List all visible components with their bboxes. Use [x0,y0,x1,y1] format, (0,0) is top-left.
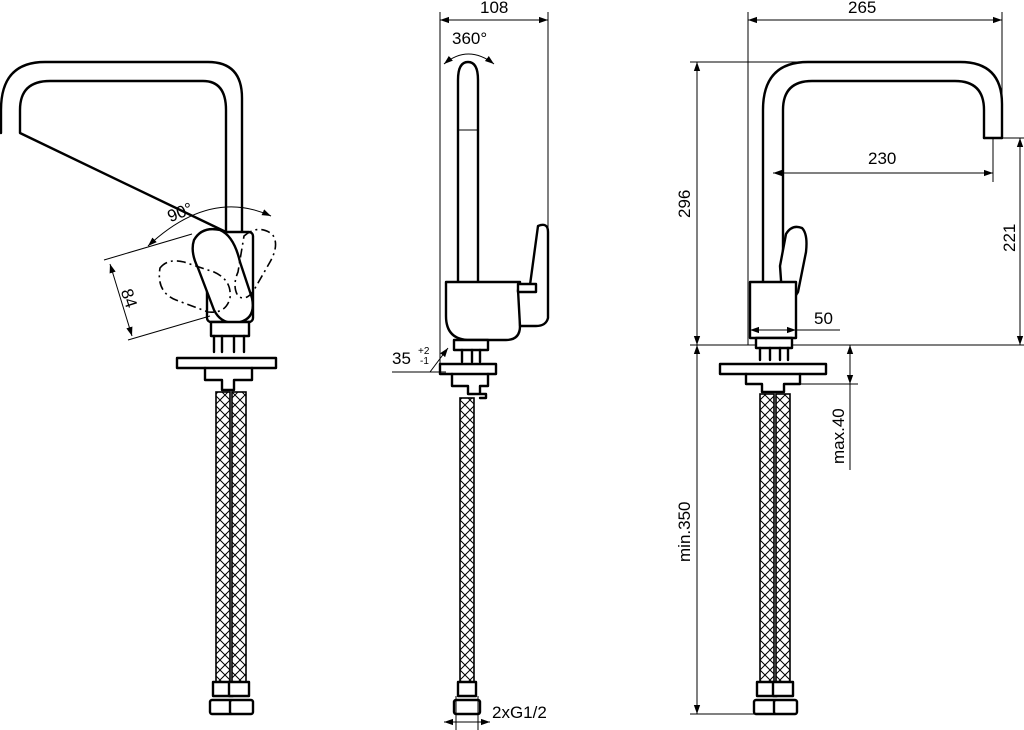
hole-diameter-label: 35 [392,349,411,368]
front-view: 90° 84 [0,60,278,716]
lever-ext-2 [127,315,211,341]
lever-length-dim [109,263,133,337]
angle-spout-label: 360° [452,29,487,48]
deck-max-label: max.40 [829,408,848,464]
front-deck-plate [175,356,278,370]
side-lever-cap [516,282,538,294]
spout-rotation-arc [443,53,495,65]
side-fittings [460,348,482,364]
depth-total-label: 108 [480,0,508,17]
front-hose-right [231,391,247,683]
side-hose [459,397,475,683]
width-total-label: 265 [848,0,876,17]
hole-tol-plus: +2 [418,346,430,357]
body-diameter-label: 50 [814,309,833,328]
front-nut [209,320,251,338]
rear-view: 265 230 296 221 50 max.40 [675,0,1024,716]
front-hose-end-right [227,680,251,698]
side-hose-nut [452,698,482,716]
rear-nut [754,336,794,350]
side-spout [456,60,480,284]
rear-hose-nut-right [772,698,799,716]
front-hose-left [215,391,231,683]
hole-dim-arrow [429,347,449,373]
rear-deck-plate [718,362,828,376]
lever-length-label: 84 [117,286,141,310]
spout-reach-label: 230 [868,149,896,168]
hole-tol-minus: -1 [420,356,429,367]
side-deck-plate [438,362,498,376]
side-bracket [450,372,490,400]
hose-min-label: min.350 [675,502,694,562]
rear-fittings [758,346,790,362]
rear-hose-end-right [771,680,795,698]
side-body [444,280,522,342]
front-lever-ghost-left [158,260,231,314]
lever-angle-arc [147,206,272,247]
spout-height-label: 221 [1000,224,1019,252]
side-nut [452,338,490,352]
front-fittings [212,334,246,354]
lever-ext-1 [103,233,193,261]
side-view: 108 360° 35 +2 -1 2xG1/2 [392,0,550,730]
front-hose-nut-right [228,698,255,716]
connection-label: 2xG1/2 [492,703,547,722]
rear-bracket [744,372,802,394]
side-hose-end [456,680,478,698]
rear-hose-right [775,393,791,683]
side-lever [516,223,550,328]
rear-hose-left [759,393,775,683]
height-total-label: 296 [675,190,694,218]
angle-lever-label: 90° [165,199,196,226]
front-spout [0,60,244,234]
front-bracket [203,366,254,392]
